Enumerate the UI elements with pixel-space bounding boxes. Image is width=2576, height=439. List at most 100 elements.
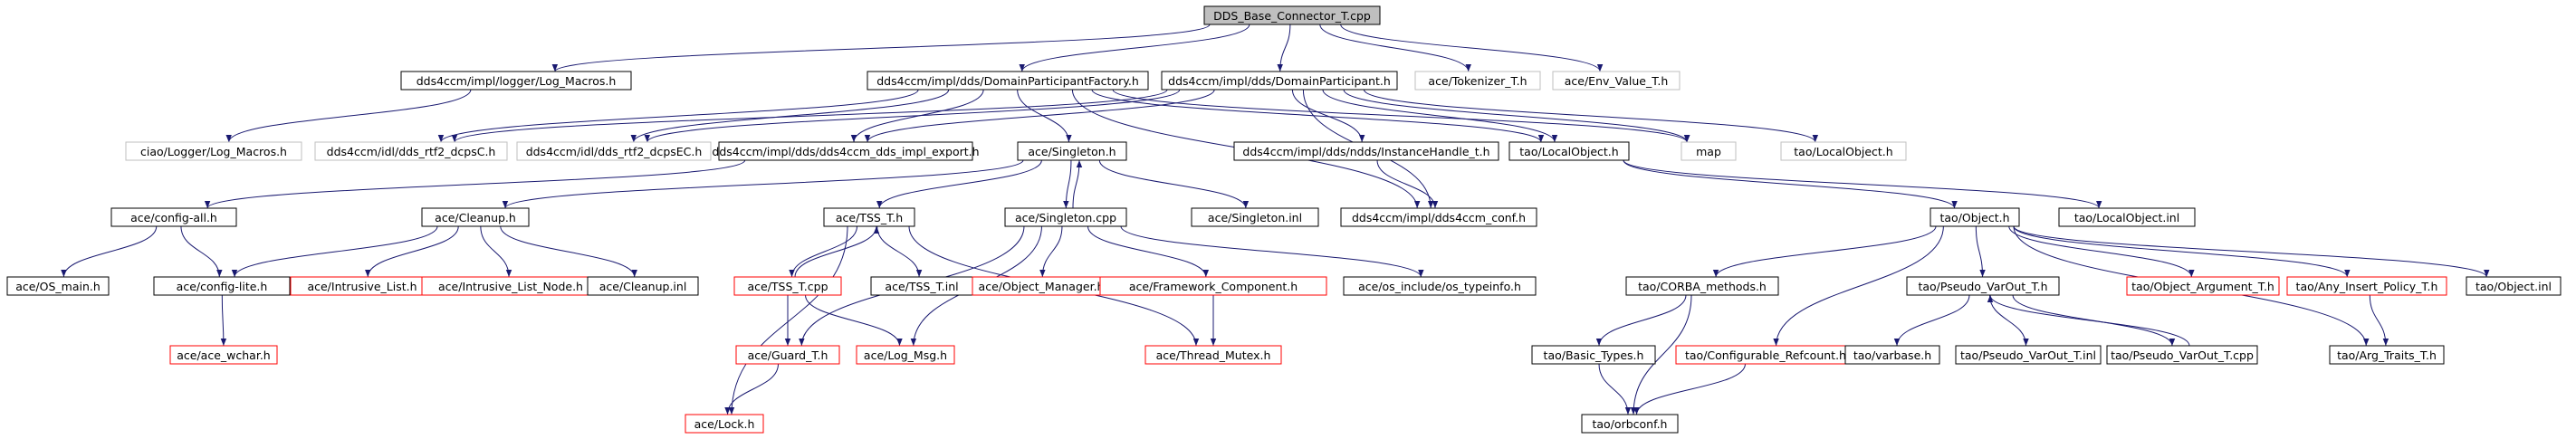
edge-line <box>1598 363 1632 415</box>
edge-basictypes-to-orbconf <box>1598 363 1632 415</box>
node-object[interactable]: tao/Object.h <box>1930 207 2020 227</box>
edge-line <box>1363 89 1818 143</box>
node-configlite[interactable]: ace/config-lite.h <box>153 276 291 296</box>
node-dp[interactable]: dds4ccm/impl/dds/DomainParticipant.h <box>1161 71 1398 91</box>
edge-line <box>500 225 637 278</box>
node-label: dds4ccm/impl/dds/DomainParticipantFactor… <box>876 74 1139 88</box>
edge-object-to-objectinl <box>2013 225 2490 278</box>
node-guard[interactable]: ace/Guard_T.h <box>735 345 840 365</box>
node-label: tao/LocalObject.inl <box>2074 211 2179 224</box>
node-box <box>1203 5 1381 25</box>
edge-line <box>231 225 438 278</box>
edge-line <box>1120 225 1424 278</box>
node-singletoncpp[interactable]: ace/Singleton.cpp <box>1004 207 1127 227</box>
node-objectmanager[interactable]: ace/Object_Manager.h <box>972 276 1111 296</box>
node-ostypeinfo[interactable]: ace/os_include/os_typeinfo.h <box>1343 276 1537 296</box>
edge-dp-to-localobject <box>1322 89 1558 143</box>
node-dcpsc[interactable]: dds4ccm/idl/dds_rtf2_dcpsC.h <box>314 141 508 161</box>
node-threadmutex[interactable]: ace/Thread_Mutex.h <box>1144 345 1282 365</box>
edge-implexport-to-configall <box>205 159 746 209</box>
node-cleanupinl[interactable]: ace/Cleanup.inl <box>587 276 699 296</box>
node-localobjectinl[interactable]: tao/LocalObject.inl <box>2058 207 2196 227</box>
node-osmain[interactable]: ace/OS_main.h <box>6 276 110 296</box>
edge-cleanup-to-intrusivelist <box>365 225 459 278</box>
node-label: ace/Intrusive_List_Node.h <box>438 280 583 293</box>
node-box <box>2126 276 2280 296</box>
node-dpf[interactable]: dds4ccm/impl/dds/DomainParticipantFactor… <box>867 71 1149 91</box>
node-configall[interactable]: ace/config-all.h <box>110 207 237 227</box>
node-envvalue[interactable]: ace/Env_Value_T.h <box>1552 71 1681 91</box>
node-tss[interactable]: ace/TSS_T.h <box>823 207 915 227</box>
node-pseudovaroutcpp[interactable]: tao/Pseudo_VarOut_T.cpp <box>2106 345 2258 365</box>
node-box <box>1233 141 1499 161</box>
node-box <box>685 414 764 434</box>
node-label: ace/os_include/os_typeinfo.h <box>1358 280 1521 293</box>
node-root[interactable]: DDS_Base_Connector_T.cpp <box>1203 5 1381 25</box>
node-configrefcount[interactable]: tao/Configurable_Refcount.h <box>1675 345 1856 365</box>
node-framework[interactable]: ace/Framework_Component.h <box>1099 276 1327 296</box>
node-intrusivelistnode[interactable]: ace/Intrusive_List_Node.h <box>421 276 600 296</box>
node-label: ace/Tokenizer_T.h <box>1428 74 1527 88</box>
node-corbamethods[interactable]: tao/CORBA_methods.h <box>1625 276 1779 296</box>
edge-line <box>1039 225 1063 278</box>
node-label: ace/Framework_Component.h <box>1129 280 1298 293</box>
node-box <box>1340 207 1537 227</box>
edge-line <box>205 159 746 209</box>
node-ciaolog[interactable]: ciao/Logger/Log_Macros.h <box>125 141 302 161</box>
node-tssinl[interactable]: ace/TSS_T.inl <box>870 276 973 296</box>
node-ddsconf[interactable]: dds4ccm/impl/dds4ccm_conf.h <box>1340 207 1537 227</box>
node-tokenizer[interactable]: ace/Tokenizer_T.h <box>1414 71 1541 91</box>
edge-object-to-objectargument <box>2008 225 2195 278</box>
node-box <box>867 71 1149 91</box>
edge-line <box>1343 89 1690 143</box>
edge-line <box>1630 294 1692 415</box>
node-box <box>2286 276 2447 296</box>
edge-line <box>1319 24 1471 72</box>
edge-singletoncpp-to-framework <box>1087 225 1210 278</box>
edge-line <box>1087 225 1210 278</box>
node-tsscpp[interactable]: ace/TSS_T.cpp <box>733 276 842 296</box>
node-intrusivelist[interactable]: ace/Intrusive_List.h <box>290 276 435 296</box>
edge-line <box>2013 225 2351 278</box>
node-pseudovarout[interactable]: tao/Pseudo_VarOut_T.h <box>1906 276 2060 296</box>
node-cleanup[interactable]: ace/Cleanup.h <box>421 207 530 227</box>
node-box <box>1343 276 1537 296</box>
node-logmsg[interactable]: ace/Log_Msg.h <box>856 345 955 365</box>
node-label: tao/Basic_Types.h <box>1544 348 1644 362</box>
edge-localobject-to-localobjectinl <box>1623 159 2102 209</box>
edge-line <box>1989 294 2029 347</box>
node-argtraits[interactable]: tao/Arg_Traits_T.h <box>2329 345 2445 365</box>
node-pseudovaroutinl[interactable]: tao/Pseudo_VarOut_T.inl <box>1955 345 2102 365</box>
node-dcpsec[interactable]: dds4ccm/idl/dds_rtf2_dcpsEC.h <box>516 141 712 161</box>
node-singletoninl[interactable]: ace/Singleton.inl <box>1191 207 1319 227</box>
node-acelock[interactable]: ace/Lock.h <box>685 414 764 434</box>
edge-line <box>1098 159 1250 209</box>
node-basictypes[interactable]: tao/Basic_Types.h <box>1531 345 1656 365</box>
node-label: tao/LocalObject.h <box>1794 145 1892 158</box>
node-orbconf[interactable]: tao/orbconf.h <box>1581 414 1679 434</box>
node-varbase[interactable]: tao/varbase.h <box>1844 345 1940 365</box>
node-singleton[interactable]: ace/Singleton.h <box>1017 141 1127 161</box>
node-box <box>1161 71 1398 91</box>
edge-line <box>1112 89 1690 143</box>
node-map[interactable]: map <box>1681 141 1737 161</box>
node-anyinsert[interactable]: tao/Any_Insert_Policy_T.h <box>2286 276 2447 296</box>
node-objectargument[interactable]: tao/Object_Argument_T.h <box>2126 276 2280 296</box>
node-box <box>6 276 110 296</box>
node-label: ace/Singleton.h <box>1028 145 1116 158</box>
node-taolocalobject[interactable]: tao/LocalObject.h <box>1780 141 1907 161</box>
node-logmacros[interactable]: dds4ccm/impl/logger/Log_Macros.h <box>400 71 632 91</box>
edge-guard-to-acelock <box>724 363 779 415</box>
node-label: ace/TSS_T.cpp <box>747 280 828 293</box>
edge-dp-to-dcpsec <box>644 89 1181 143</box>
node-instancehandle[interactable]: dds4ccm/impl/dds/ndds/InstanceHandle_t.h <box>1233 141 1499 161</box>
node-box <box>823 207 915 227</box>
node-implexport[interactable]: dds4ccm/impl/dds/dds4ccm_dds_impl_export… <box>712 141 980 161</box>
edge-root-to-envvalue <box>1340 24 1604 72</box>
edge-line <box>805 294 903 347</box>
node-localobject[interactable]: tao/LocalObject.h <box>1508 141 1630 161</box>
edge-line <box>1623 159 2102 209</box>
edge-cleanup-to-cleanupinl <box>500 225 637 278</box>
node-objectinl[interactable]: tao/Object.inl <box>2466 276 2562 296</box>
node-acewchar[interactable]: ace/ace_wchar.h <box>169 345 278 365</box>
